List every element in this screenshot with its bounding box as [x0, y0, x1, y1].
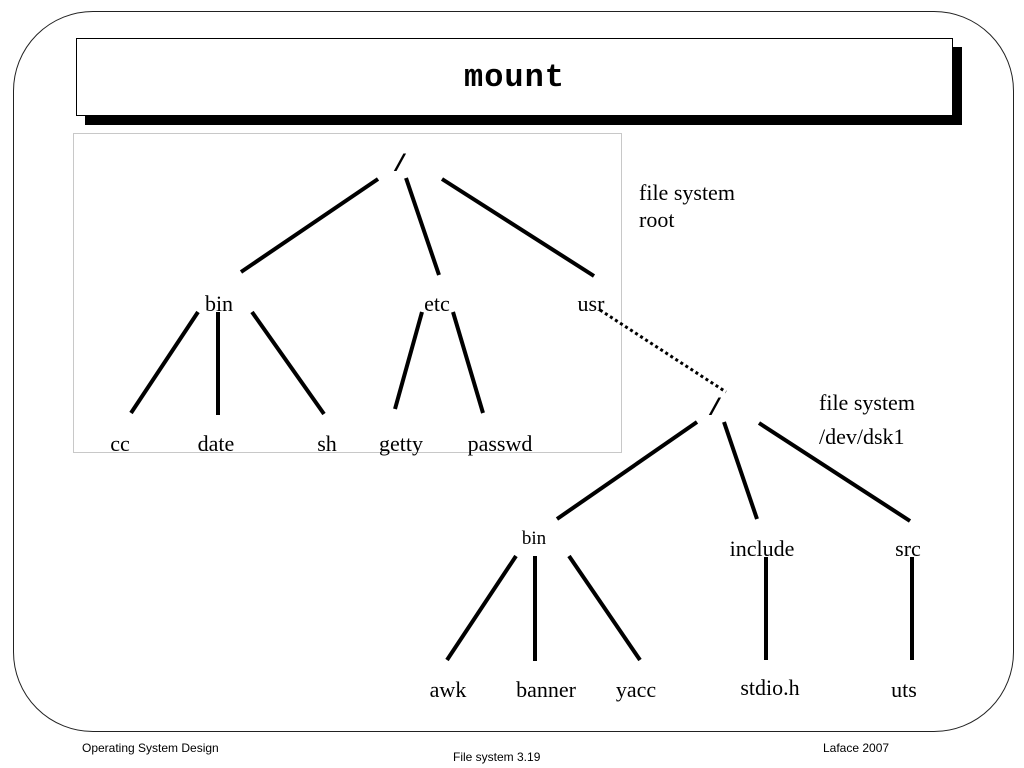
- edge-mbin-awk: [445, 554, 518, 662]
- root-fs-passwd-node: passwd: [467, 431, 533, 456]
- edge-bin-cc: [129, 310, 200, 415]
- root-fs-root-node: /: [392, 152, 408, 179]
- edge-mbin-yacc: [567, 554, 642, 662]
- mounted-fs-bin-node: bin: [521, 528, 547, 549]
- footer-author: Laface 2007: [823, 741, 890, 755]
- mounted-fs-note-line1: file system: [819, 390, 915, 415]
- mount-link: [599, 308, 727, 394]
- title-box: mount: [76, 38, 953, 116]
- mounted-fs-awk-node: awk: [429, 677, 467, 702]
- root-fs-date-node: date: [197, 431, 235, 456]
- edge-mroot-include: [722, 421, 759, 520]
- mounted-fs-banner-node: banner: [516, 677, 576, 702]
- mounted-fs-include-node: include: [729, 536, 795, 561]
- edge-root-bin: [239, 177, 380, 274]
- mounted-fs-root-node: /: [707, 396, 723, 423]
- footer-course: Operating System Design: [82, 741, 219, 755]
- edge-etc-getty: [393, 311, 424, 410]
- slide-title: mount: [463, 58, 565, 96]
- mounted-fs-uts-node: uts: [891, 677, 917, 702]
- root-filesystem-box: [73, 133, 622, 453]
- mounted-fs-src-node: src: [895, 536, 921, 561]
- root-fs-cc-node: cc: [110, 431, 130, 456]
- root-fs-note-line1: file system: [639, 180, 735, 205]
- footer-page: File system 3.19: [453, 750, 541, 764]
- slide-frame: [13, 11, 1014, 732]
- mounted-fs-yacc-node: yacc: [615, 677, 657, 702]
- mounted-fs-note: file system /dev/dsk1: [819, 386, 915, 454]
- edge-root-etc: [404, 177, 441, 276]
- root-fs-bin-node: bin: [204, 291, 234, 316]
- root-fs-note-line2: root: [639, 207, 675, 232]
- mounted-fs-note-line2: /dev/dsk1: [819, 424, 905, 449]
- root-fs-sh-node: sh: [317, 431, 337, 456]
- edge-etc-passwd: [451, 311, 485, 414]
- root-fs-note: file system root: [639, 179, 735, 233]
- edge-mroot-src: [757, 421, 912, 523]
- edge-bin-sh: [250, 310, 326, 416]
- edge-root-usr: [440, 177, 596, 278]
- root-fs-etc-node: etc: [424, 291, 450, 316]
- root-fs-usr-node: usr: [577, 291, 605, 316]
- edge-mroot-bin: [555, 420, 699, 521]
- mounted-fs-stdio-node: stdio.h: [740, 675, 800, 700]
- root-fs-getty-node: getty: [379, 431, 423, 456]
